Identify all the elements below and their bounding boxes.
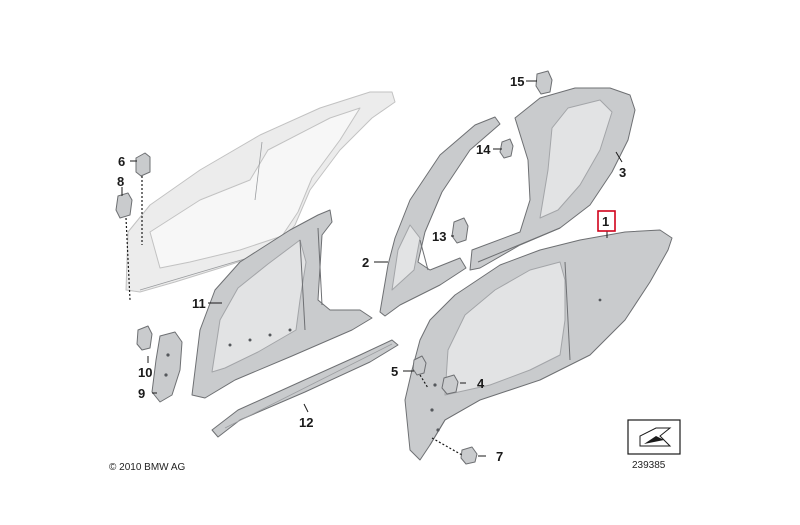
callout-10[interactable]: 10 bbox=[138, 365, 152, 380]
callout-2[interactable]: 2 bbox=[362, 255, 369, 270]
reference-number: 239385 bbox=[632, 460, 666, 471]
leader-lines bbox=[121, 80, 623, 457]
part-1-side-frame-assembly[interactable] bbox=[404, 229, 673, 461]
part-15-bracket[interactable] bbox=[535, 70, 553, 95]
part-3-side-panel[interactable] bbox=[469, 87, 636, 271]
copyright-text: © 2010 BMW AG bbox=[109, 462, 186, 473]
part-4-bracket[interactable] bbox=[441, 374, 459, 395]
part-5-bracket[interactable] bbox=[412, 355, 427, 376]
part-7-bracket[interactable] bbox=[460, 446, 478, 465]
callout-9[interactable]: 9 bbox=[138, 386, 145, 401]
part-11-side-frame[interactable] bbox=[191, 209, 373, 399]
dotted-assembly-line-5 bbox=[419, 374, 429, 389]
part-10-bracket[interactable] bbox=[136, 325, 153, 351]
part-6-bracket[interactable] bbox=[135, 152, 151, 177]
callout-3[interactable]: 3 bbox=[619, 165, 626, 180]
callout-8[interactable]: 8 bbox=[117, 174, 124, 189]
part-8-bracket[interactable] bbox=[115, 192, 133, 219]
callout-13[interactable]: 13 bbox=[432, 229, 446, 244]
callout-11[interactable]: 11 bbox=[192, 296, 206, 311]
part-2-a-pillar[interactable] bbox=[379, 116, 501, 317]
part-12-sill[interactable] bbox=[211, 339, 399, 438]
callout-labels: 1 2 3 4 5 6 7 8 9 10 11 12 13 14 15 bbox=[117, 74, 626, 464]
callout-12[interactable]: 12 bbox=[299, 415, 313, 430]
callout-5[interactable]: 5 bbox=[391, 364, 398, 379]
dotted-assembly-line-7 bbox=[431, 437, 463, 456]
callout-15[interactable]: 15 bbox=[510, 74, 524, 89]
highlight-box bbox=[597, 210, 616, 232]
part-14-bracket[interactable] bbox=[499, 138, 514, 159]
direction-arrow-icon bbox=[627, 419, 681, 455]
ghost-body-side bbox=[125, 91, 396, 293]
callout-14[interactable]: 14 bbox=[476, 142, 491, 157]
callout-7[interactable]: 7 bbox=[496, 449, 503, 464]
part-9-reinforcement[interactable] bbox=[151, 331, 183, 403]
callout-6[interactable]: 6 bbox=[118, 154, 125, 169]
callout-1[interactable]: 1 bbox=[602, 214, 609, 229]
dotted-assembly-line-8 bbox=[125, 217, 131, 301]
part-13-bracket[interactable] bbox=[451, 217, 469, 244]
callout-4[interactable]: 4 bbox=[477, 376, 485, 391]
